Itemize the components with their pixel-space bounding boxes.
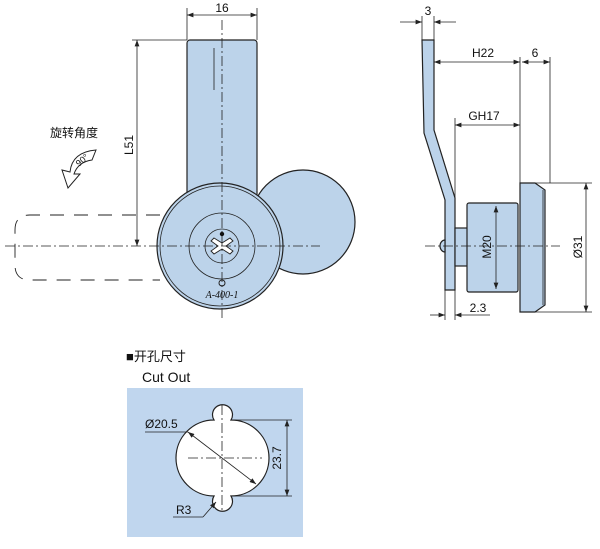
h-dimension: H22 [472,46,494,60]
flange-side [519,182,546,313]
cutout-radius: R3 [176,503,192,517]
cutout-title-en: Cut Out [142,369,190,385]
cutout-section: ■开孔尺寸 Cut Out Ø20.5 23.7 R3 [126,349,303,537]
width-dimension: 16 [215,1,229,15]
rotation-arrow-icon [61,149,97,189]
cutout-title-cn: ■开孔尺寸 [126,349,186,364]
cutout-diameter: Ø20.5 [145,417,178,431]
flange-dimension: 6 [532,46,539,60]
grip-dimension: GH17 [468,109,500,123]
rotated-handle-outline [14,214,160,281]
lock-body-side [466,202,519,293]
offset-dimension: 2.3 [470,301,487,315]
side-view: 3 H22 6 GH17 M20 Ø31 2.3 [400,4,592,320]
handle-side [421,39,456,291]
part-marking: A-400-1 [205,290,239,301]
thread-dimension: M20 [480,235,494,259]
cutout-height: 23.7 [270,446,284,470]
thickness-dimension: 3 [425,4,432,18]
rotation-label: 旋转角度 [50,125,98,140]
front-view: A-400-1 16 L51 旋转角度 90° [5,1,356,320]
diameter-dimension: Ø31 [571,235,585,258]
length-dimension: L51 [122,135,136,155]
